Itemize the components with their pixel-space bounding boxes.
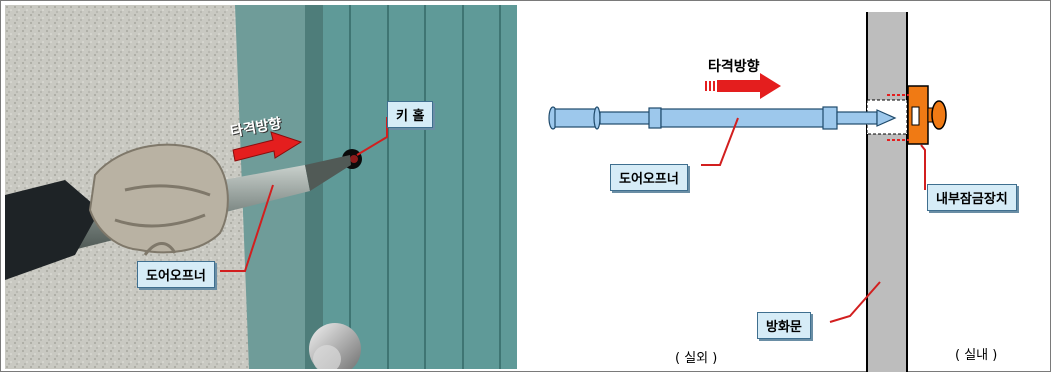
- diagram-door-opener: [548, 106, 897, 130]
- fire-door-panel: [867, 12, 907, 372]
- outdoor-label: ( 실외 ): [675, 351, 718, 366]
- diagram-door-opener-label: 도어오프너: [610, 164, 688, 191]
- inner-lock-leader: [920, 144, 926, 190]
- inner-knob: [931, 100, 947, 130]
- indoor-label: ( 실내 ): [955, 348, 998, 363]
- diagram-illustration: [548, 12, 947, 372]
- door-opener-photo: 타격방향 키 홀 도어오프너: [5, 5, 517, 369]
- door-opener-diagram: 타격방향 도어오프너 내부잠금장치 방화문 ( 실외 ) ( 실내 ): [525, 0, 1051, 372]
- keyhole-label: 키 홀: [387, 101, 434, 128]
- door-opener-leader: [220, 184, 274, 272]
- inner-lock-label: 내부잠금장치: [927, 184, 1017, 211]
- diagram-strike-arrow: [717, 73, 781, 99]
- teal-door: [323, 5, 517, 369]
- door-ribs: [349, 5, 501, 369]
- fire-door-leader: [829, 281, 881, 323]
- fire-door-label: 방화문: [757, 312, 811, 339]
- photo-door-opener-label: 도어오프너: [137, 261, 215, 288]
- diagram-strike-direction-label: 타격방향: [708, 59, 760, 75]
- photo-illustration: [5, 5, 517, 369]
- diagram-door-opener-leader: [701, 117, 739, 166]
- sleeve: [5, 180, 100, 280]
- photo-strike-arrow: [232, 131, 303, 162]
- gloved-hand: [88, 143, 229, 254]
